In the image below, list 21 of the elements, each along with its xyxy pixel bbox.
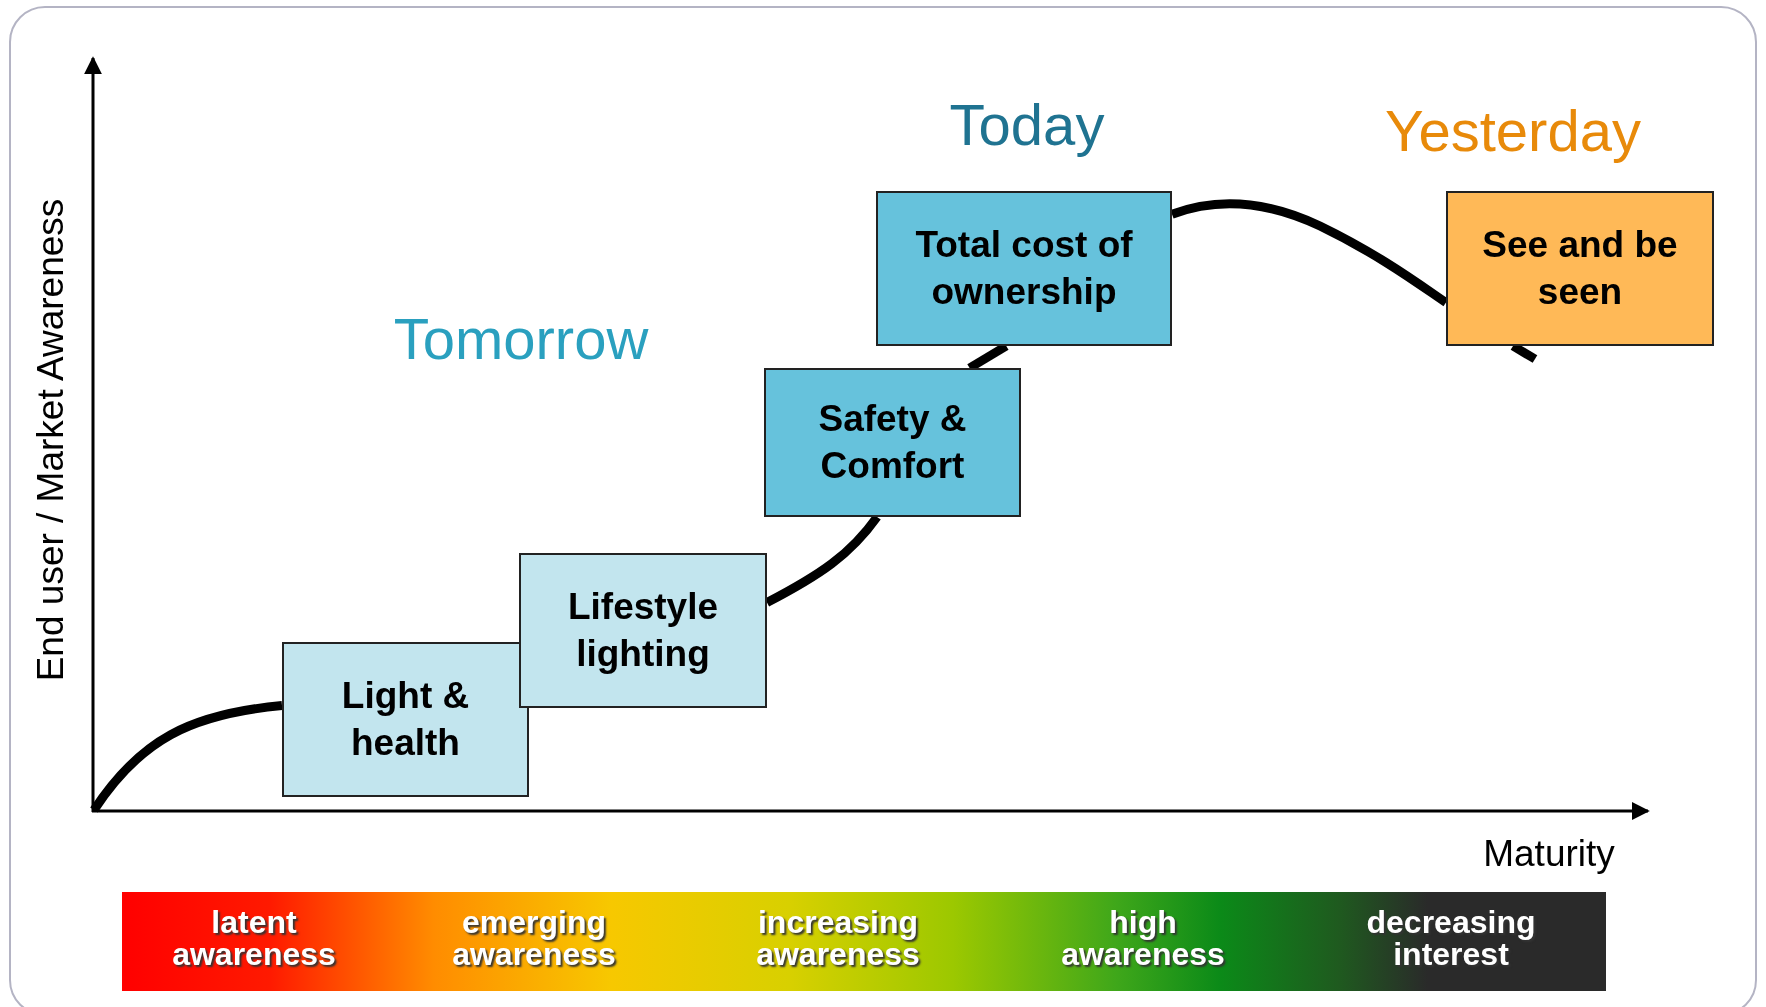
stage-box — [876, 191, 1172, 346]
stage-label: Lifestyle lighting — [567, 586, 719, 674]
stage-label: See and be seen — [1482, 224, 1678, 312]
curve-line — [90, 701, 283, 813]
stage-box — [1446, 191, 1714, 346]
stage-label: high awareness — [1060, 906, 1226, 970]
stage-box — [764, 368, 1021, 517]
era-heading: Yesterday — [1385, 96, 1641, 164]
era-heading: Today — [949, 90, 1105, 158]
stage-box — [519, 553, 767, 708]
stage-label: Light & health — [341, 675, 470, 763]
stage-box — [282, 642, 529, 797]
stage-label: latent awareness — [171, 906, 337, 970]
stage-label: increasing awareness — [755, 906, 921, 970]
stage-label: Total cost of ownership — [915, 224, 1133, 312]
stage-label: emerging awareness — [451, 906, 617, 970]
stage-label: decreasing interest — [1365, 906, 1537, 970]
axis-title: End user / Market Awareness — [30, 198, 72, 682]
axis-title: Maturity — [1483, 833, 1615, 875]
era-heading: Tomorrow — [393, 304, 649, 372]
stage-label: Safety & Comfort — [818, 398, 967, 486]
